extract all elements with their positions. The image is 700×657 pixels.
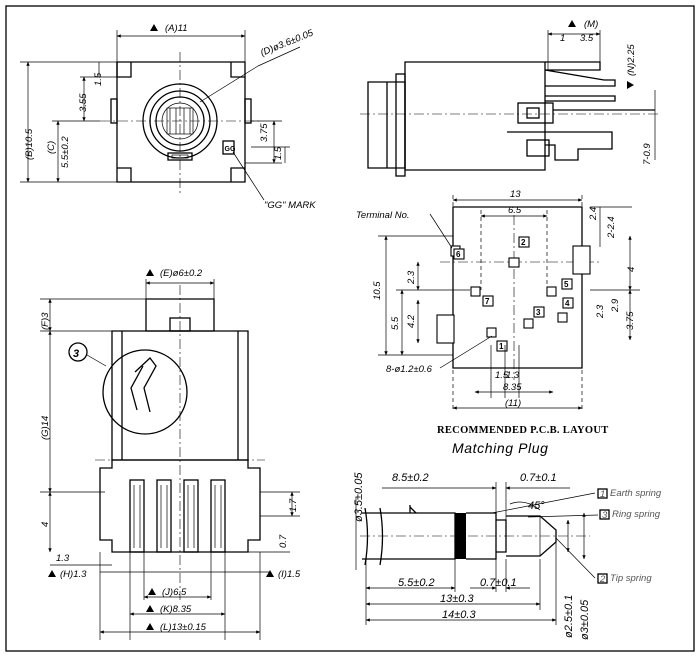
ring-spring-label: Ring spring: [612, 509, 661, 520]
svg-text:13±0.3: 13±0.3: [440, 593, 474, 605]
svg-text:1: 1: [499, 342, 504, 351]
svg-text:2.4: 2.4: [588, 207, 599, 221]
svg-text:(11): (11): [505, 398, 521, 409]
hole-note: 8-ø1.2±0.6: [386, 364, 433, 375]
svg-text:4: 4: [626, 267, 637, 272]
bottom-view: (E)ø6±0.2 (F)3 (G)14 4 3: [40, 268, 301, 640]
svg-text:8.35: 8.35: [503, 382, 522, 393]
svg-text:(L)13±0.15: (L)13±0.15: [160, 622, 207, 633]
svg-text:2.3: 2.3: [595, 304, 606, 319]
callout-3: [68, 342, 88, 362]
svg-text:2: 2: [599, 574, 606, 585]
svg-text:5.5±0.2: 5.5±0.2: [398, 577, 435, 589]
svg-text:6.5: 6.5: [508, 205, 522, 216]
svg-text:(K)8.35: (K)8.35: [160, 604, 192, 615]
svg-text:1.5: 1.5: [495, 370, 509, 381]
tip-spring-label: Tip spring: [610, 573, 652, 584]
svg-text:1.7: 1.7: [288, 498, 299, 512]
svg-text:1: 1: [600, 489, 605, 500]
height-dim-label: (B)10.5: [24, 128, 35, 160]
svg-text:1: 1: [560, 33, 565, 44]
svg-text:3.75: 3.75: [625, 311, 636, 330]
svg-text:45°: 45°: [528, 500, 545, 512]
svg-text:8.5±0.2: 8.5±0.2: [392, 472, 429, 484]
hole-dim-label: (D)ø3.6±0.05: [259, 27, 316, 58]
plug-insulator-ring: [455, 513, 466, 559]
pcb-dim-13: 13: [510, 189, 521, 200]
svg-text:4: 4: [40, 522, 51, 527]
svg-text:(C): (C): [46, 141, 57, 154]
svg-text:0.7±0.1: 0.7±0.1: [520, 472, 557, 484]
earth-spring-label: Earth spring: [610, 488, 662, 499]
svg-text:(E)ø6±0.2: (E)ø6±0.2: [160, 268, 203, 279]
svg-text:0.7: 0.7: [278, 534, 289, 548]
svg-text:2-2.4: 2-2.4: [606, 216, 617, 239]
svg-text:3.5: 3.5: [580, 33, 594, 44]
svg-text:(G)14: (G)14: [40, 416, 51, 440]
svg-text:1.5: 1.5: [273, 146, 284, 160]
svg-text:1.3: 1.3: [506, 370, 520, 381]
svg-text:(F)3: (F)3: [40, 312, 51, 330]
plug-title: Matching Plug: [452, 440, 549, 456]
svg-text:6: 6: [456, 250, 461, 259]
svg-text:2: 2: [521, 238, 526, 247]
svg-text:ø3.5±0.05: ø3.5±0.05: [353, 472, 365, 522]
svg-text:ø3±0.05: ø3±0.05: [579, 599, 591, 640]
gg-mark-label: "GG" MARK: [264, 200, 316, 211]
width-dim-label: (A)11: [165, 23, 188, 34]
svg-text:3: 3: [73, 348, 79, 360]
svg-text:(N)2.25: (N)2.25: [626, 44, 637, 76]
svg-text:1.5: 1.5: [93, 72, 104, 86]
svg-text:2.3: 2.3: [406, 270, 417, 285]
svg-text:ø2.5±0.1: ø2.5±0.1: [563, 595, 575, 638]
svg-text:3.75: 3.75: [259, 123, 270, 142]
svg-text:3: 3: [536, 308, 541, 317]
svg-text:(M): (M): [584, 19, 598, 30]
pcb-title: RECOMMENDED P.C.B. LAYOUT: [437, 425, 609, 436]
svg-text:1.3: 1.3: [56, 553, 70, 564]
svg-text:14±0.3: 14±0.3: [442, 609, 476, 621]
svg-text:5.5: 5.5: [390, 316, 401, 330]
svg-text:(I)1.5: (I)1.5: [278, 569, 301, 580]
terminal-no-label: Terminal No.: [356, 210, 410, 221]
svg-text:7-0.9: 7-0.9: [642, 143, 653, 165]
matching-plug: Matching Plug ø3.5±0.05 8.5±0.2 0.7±0.1 …: [353, 440, 662, 640]
side-view: (M) 1 3.5 (N)2.25 7-0.9: [360, 19, 660, 177]
svg-text:(H)1.3: (H)1.3: [60, 569, 87, 580]
svg-text:10.5: 10.5: [372, 281, 383, 300]
svg-text:5.5±0.2: 5.5±0.2: [60, 136, 71, 168]
drawing-border: [5, 5, 695, 652]
svg-text:0.7±0.1: 0.7±0.1: [480, 577, 517, 589]
gg-mark: [222, 140, 235, 155]
svg-text:7: 7: [485, 297, 490, 306]
pcb-layout: 13 6.5 2 6 5 7 4 3 1 Terminal No.: [356, 189, 640, 436]
front-view: (A)11 GG "GG" MARK (D)ø3.6±0.05: [20, 23, 316, 211]
svg-text:5: 5: [564, 280, 569, 289]
svg-text:3: 3: [602, 510, 608, 521]
svg-text:3.55: 3.55: [78, 93, 89, 112]
svg-text:4: 4: [565, 299, 570, 308]
svg-text:(J)6.5: (J)6.5: [162, 587, 187, 598]
svg-text:4.2: 4.2: [406, 314, 417, 328]
svg-text:GG: GG: [225, 146, 236, 153]
svg-text:2.9: 2.9: [610, 298, 621, 313]
